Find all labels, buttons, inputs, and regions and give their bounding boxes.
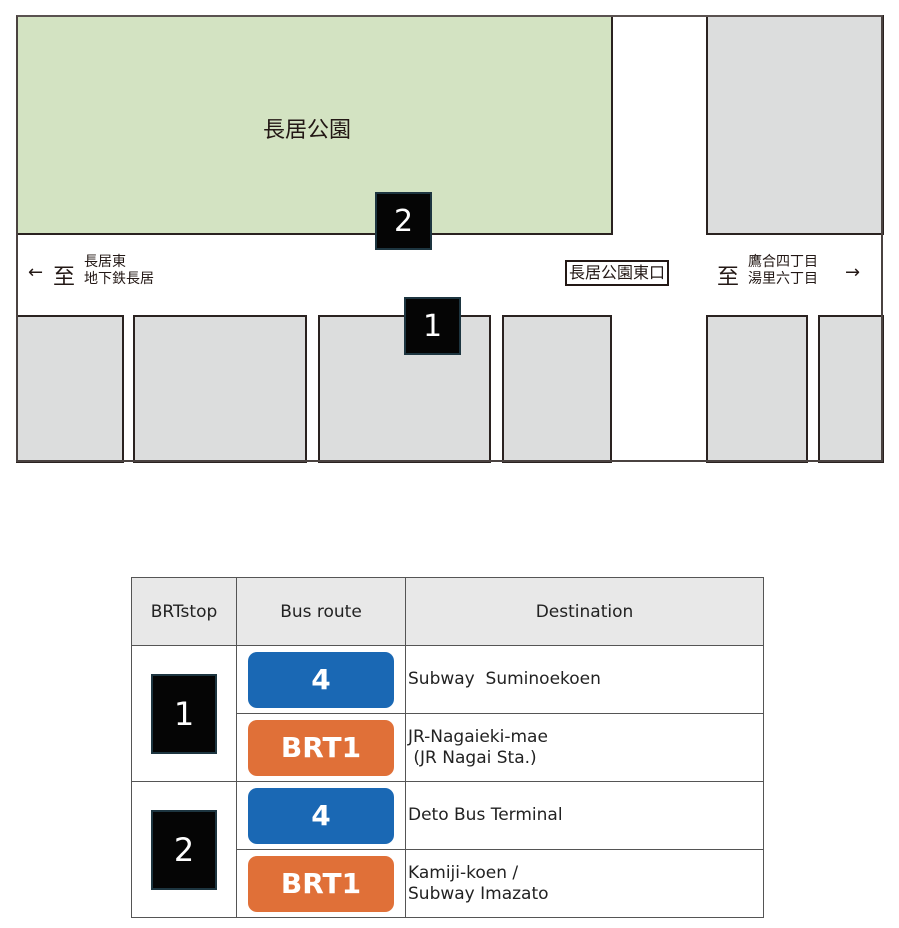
destination-cell: Subway Suminoekoen <box>405 645 764 714</box>
park-label: 長居公園 <box>263 118 352 143</box>
destination-cell: JR-Nagaieki-mae (JR Nagai Sta.) <box>405 713 764 782</box>
city-block <box>818 315 884 463</box>
stop-number: 2 <box>393 203 414 239</box>
route-cell: 4 <box>236 781 406 850</box>
header-destination: Destination <box>405 577 764 646</box>
stop-badge-2: 2 <box>151 809 217 890</box>
left-arrow-icon: ← <box>28 262 44 283</box>
route-table: BRTstop Bus route Destination 1 4 Subway… <box>131 577 764 918</box>
stop-number: 1 <box>422 308 443 344</box>
destination-line1: Subway Suminoekoen <box>408 669 601 689</box>
city-block <box>706 15 884 235</box>
header-brtstop: BRTstop <box>131 577 237 646</box>
destination-cell: Kamiji-koen /Subway Imazato <box>405 849 764 918</box>
header-bus-route: Bus route <box>236 577 406 646</box>
route-badge-4[interactable]: 4 <box>248 651 394 708</box>
stop-name-sign: 長居公園東口 <box>565 260 670 286</box>
destination-line1: Kamiji-koen / <box>408 862 519 883</box>
route-badge-brt1[interactable]: BRT1 <box>248 719 394 776</box>
map-stop-1[interactable]: 1 <box>404 297 461 355</box>
bus-stop-map: 長居公園 2 1 ← 至 長居東 地下鉄長居 長居公園東口 至 鷹合四丁目 湯里… <box>16 15 884 463</box>
left-destination-line1: 長居東 <box>84 254 126 270</box>
direction-to-label: 至 <box>717 265 740 290</box>
table-row: 1 4 Subway Suminoekoen <box>131 645 764 782</box>
table-row: BRT1 Kamiji-koen /Subway Imazato <box>132 849 764 918</box>
right-destination-line2: 湯里六丁目 <box>748 271 818 287</box>
route-cell: BRT1 <box>236 849 406 918</box>
map-stop-2[interactable]: 2 <box>375 192 432 250</box>
route-badge-brt1[interactable]: BRT1 <box>248 855 394 912</box>
direction-to-label: 至 <box>53 265 76 290</box>
right-destination-line1: 鷹合四丁目 <box>748 254 818 270</box>
city-block <box>502 315 612 463</box>
city-block <box>318 315 491 463</box>
stop-cell: 2 <box>131 781 237 918</box>
city-block <box>133 315 307 463</box>
stop-badge-1: 1 <box>151 673 217 754</box>
destination-line1: JR-Nagaieki-mae <box>408 726 548 747</box>
stop-cell: 1 <box>131 645 237 782</box>
route-badge-4[interactable]: 4 <box>248 787 394 844</box>
map-frame <box>16 15 883 462</box>
route-cell: BRT1 <box>236 713 406 782</box>
park-block <box>16 15 613 235</box>
left-destination-line2: 地下鉄長居 <box>84 271 154 287</box>
city-block <box>706 315 808 463</box>
table-row: 2 4 Deto Bus Terminal <box>131 781 764 918</box>
table-row: BRT1 JR-Nagaieki-mae (JR Nagai Sta.) <box>132 713 764 782</box>
table-header-row: BRTstop Bus route Destination <box>131 577 764 646</box>
destination-cell: Deto Bus Terminal <box>405 781 764 850</box>
destination-line2: Subway Imazato <box>408 883 549 904</box>
destination-line2: (JR Nagai Sta.) <box>408 747 537 768</box>
destination-line1: Deto Bus Terminal <box>408 805 563 825</box>
route-cell: 4 <box>236 645 406 714</box>
right-arrow-icon: → <box>845 262 861 283</box>
